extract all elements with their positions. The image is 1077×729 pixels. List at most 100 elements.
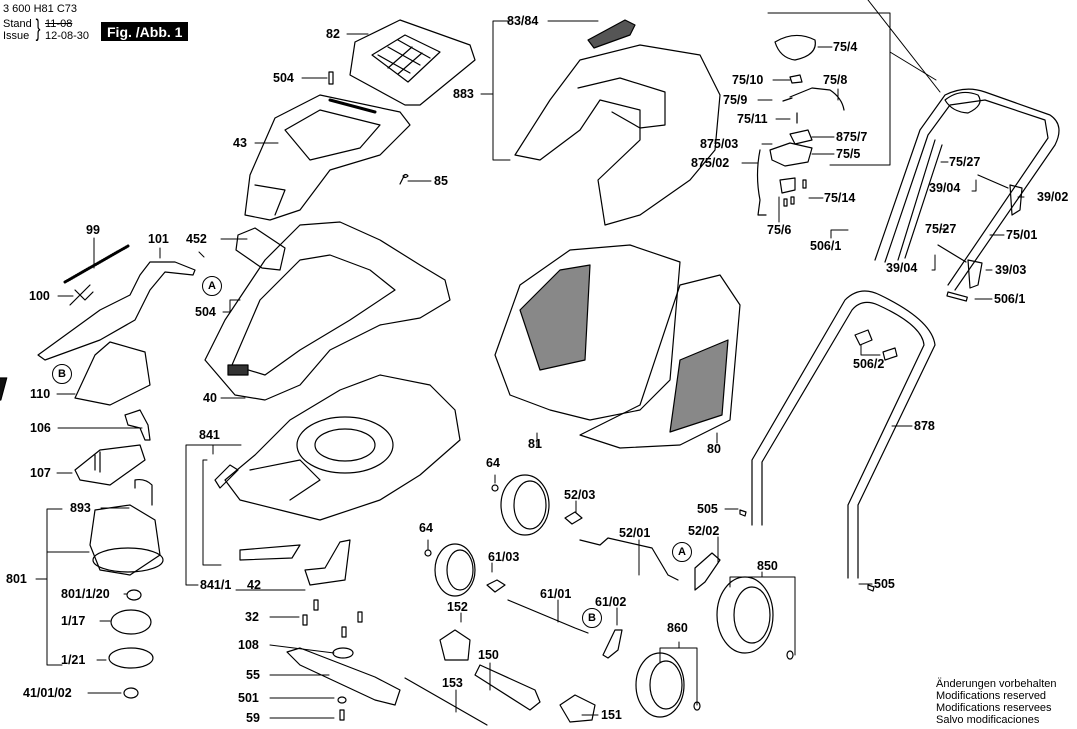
part-label: 100: [29, 289, 50, 303]
part-label: 75/27: [949, 155, 981, 169]
part-81-grassbox: [494, 244, 681, 421]
part-label: 52/01: [619, 526, 651, 540]
part-label: 1/21: [61, 653, 86, 667]
part-42-mulch-plug: [304, 539, 351, 586]
issue-label: Issue: [3, 30, 30, 42]
stand-label: Stand: [3, 18, 32, 30]
part-32-screws: [302, 599, 363, 638]
part-label: 64: [419, 521, 433, 535]
part-label: 59: [246, 711, 260, 725]
part-label: 43: [233, 136, 247, 150]
part-40-chassis: [204, 221, 451, 401]
modification-note: Modifications reserved: [936, 690, 1047, 702]
part-101-lever: [37, 261, 196, 361]
part-label: 75/4: [833, 40, 858, 54]
part-label: 75/14: [824, 191, 856, 205]
part-label: 75/8: [823, 73, 848, 87]
part-label: 85: [434, 174, 448, 188]
part-label: 82: [326, 27, 340, 41]
part-label: 39/03: [995, 263, 1027, 277]
part-841-flaps: [214, 464, 301, 561]
part-83-84-grip: [587, 19, 636, 49]
part-label: 801: [6, 572, 27, 586]
part-501-washer: [337, 696, 347, 704]
part-label: 107: [30, 466, 51, 480]
part-label: 55: [246, 668, 260, 682]
part-label: 39/04: [929, 181, 961, 195]
part-label: 506/1: [994, 292, 1026, 306]
part-label: 841: [199, 428, 220, 442]
modification-note: Modifications reservees: [936, 702, 1052, 714]
part-label: 841/1: [200, 578, 232, 592]
part-label: 110: [30, 387, 51, 401]
part-107-tray: [74, 444, 146, 486]
part-label: 80: [707, 442, 721, 456]
part-label: 75/11: [737, 112, 768, 126]
part-85-spring: [399, 173, 409, 185]
part-75-01-handle: [874, 88, 1060, 302]
part-110-cover: [0, 341, 151, 406]
part-99-spring: [63, 244, 130, 284]
part-label: 150: [478, 648, 499, 662]
part-label: 506/2: [853, 357, 885, 371]
part-label: 504: [195, 305, 216, 319]
part-label: 41/01/02: [23, 686, 72, 700]
part-label: 75/9: [723, 93, 748, 107]
part-label: 505: [697, 502, 718, 516]
part-label: 875/02: [691, 156, 730, 170]
reference-marker-a: A: [672, 542, 692, 562]
modification-note: Änderungen vorbehalten: [936, 678, 1057, 690]
part-55-blade: [286, 647, 401, 706]
reference-marker-a: A: [202, 276, 222, 296]
part-452-badge: [235, 227, 286, 271]
part-label: 505: [874, 577, 895, 591]
part-39-levers: [937, 174, 1023, 289]
part-label: 878: [914, 419, 935, 433]
part-deck: [224, 374, 461, 521]
part-82-cover: [349, 19, 476, 106]
part-80-grassbox-lower: [579, 274, 741, 449]
part-504-screw: [328, 71, 334, 85]
part-label: 52/02: [688, 524, 720, 538]
part-label: 61/01: [540, 587, 572, 601]
reference-marker-b: B: [52, 364, 72, 384]
part-label: 506/1: [810, 239, 842, 253]
part-label: 64: [486, 456, 500, 470]
part-label: 39/04: [886, 261, 918, 275]
reference-marker-b: B: [582, 608, 602, 628]
part-label: 75/01: [1006, 228, 1038, 242]
part-106-holder: [124, 409, 151, 441]
part-75-switch-parts: [756, 34, 845, 216]
document-number: 3 600 H81 C73: [3, 3, 77, 15]
part-label: 101: [148, 232, 169, 246]
modification-note: Salvo modificaciones: [936, 714, 1040, 726]
figure-badge: Fig. /Abb. 1: [101, 22, 189, 41]
part-label: 75/6: [767, 223, 792, 237]
part-label: 108: [238, 638, 259, 652]
part-label: 42: [247, 578, 261, 592]
part-label: 81: [528, 437, 542, 451]
part-label: 61/03: [488, 550, 520, 564]
part-label: 39/02: [1037, 190, 1069, 204]
part-label: 151: [601, 708, 622, 722]
part-label: 61/02: [595, 595, 627, 609]
part-label: 99: [86, 223, 100, 237]
issue-date: 12-08-30: [45, 30, 90, 42]
part-label: 875/03: [700, 137, 739, 151]
part-label: 504: [273, 71, 294, 85]
part-108-washer: [332, 647, 354, 659]
part-wheels: [424, 474, 794, 718]
part-label: 801/1/20: [61, 587, 110, 601]
part-label: 75/5: [836, 147, 861, 161]
part-label: 40: [203, 391, 217, 405]
part-label: 83/84: [507, 14, 539, 28]
part-505-screws: [739, 509, 875, 592]
part-label: 1/17: [61, 614, 86, 628]
part-label: 32: [245, 610, 259, 624]
part-43-housing: [244, 94, 411, 221]
part-878-lower-handle: [751, 290, 936, 579]
part-label: 452: [186, 232, 207, 246]
part-label: 52/03: [564, 488, 596, 502]
part-label: 893: [70, 501, 91, 515]
